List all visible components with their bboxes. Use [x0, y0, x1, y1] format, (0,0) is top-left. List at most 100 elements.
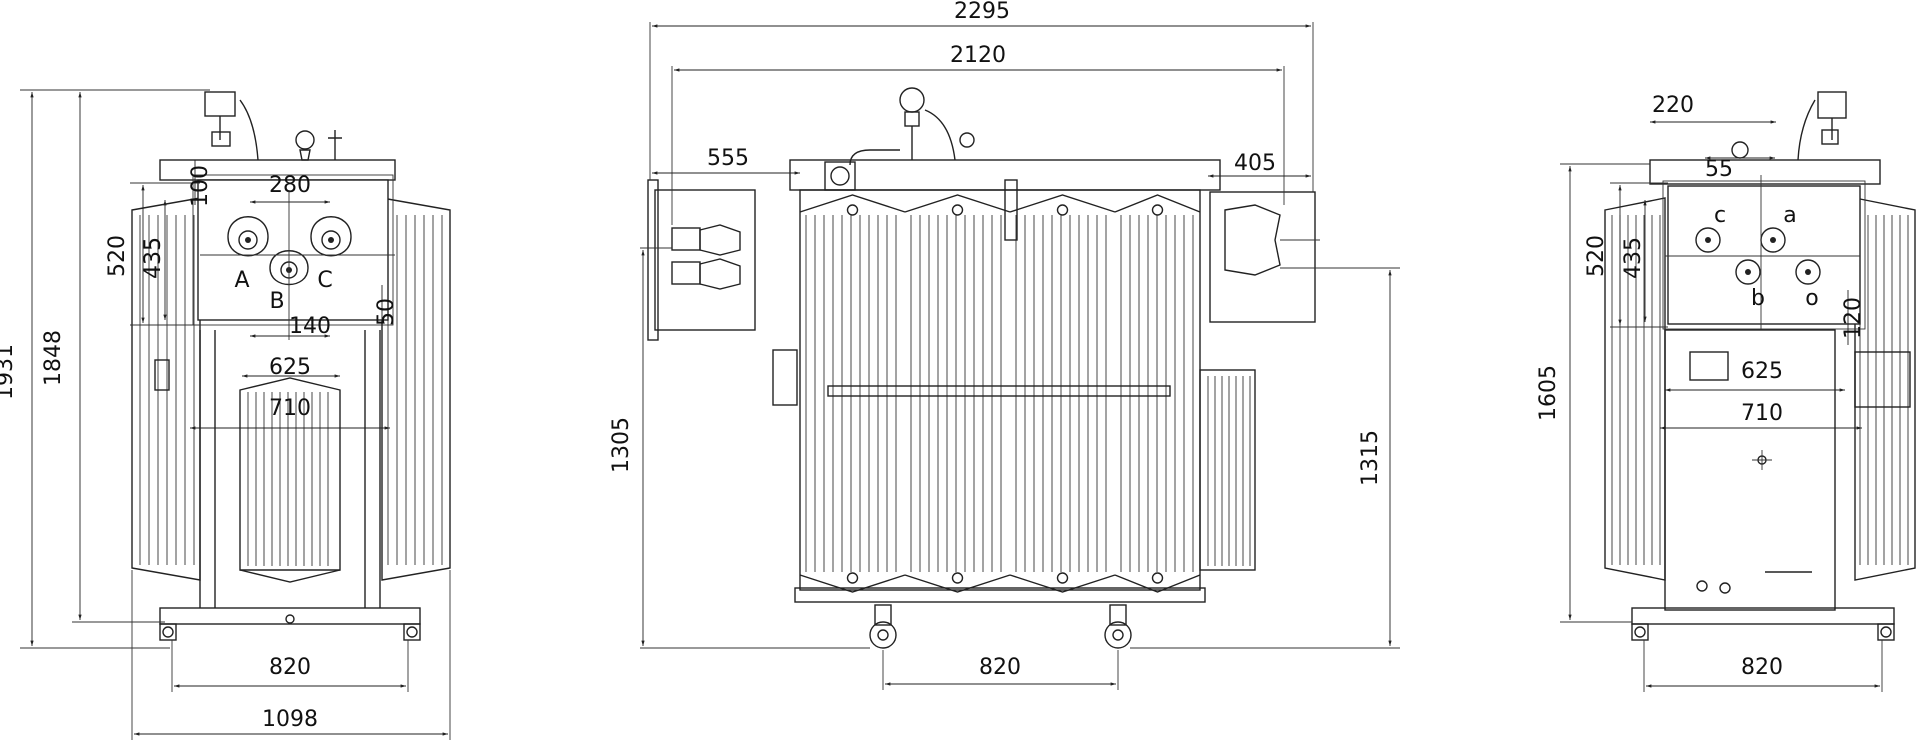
radiator-valve: [1056, 572, 1069, 584]
left-phase-a: A: [234, 268, 249, 293]
left-dim-1848-label: 1848: [41, 330, 66, 386]
left-dim-100: 100: [188, 160, 213, 207]
radiator-footer: [799, 574, 906, 593]
right-dim-710: 710: [1660, 401, 1862, 430]
left-dim-625: 625: [241, 355, 340, 380]
left-dim-710-label: 710: [269, 396, 311, 421]
left-dim-50-label: 50: [374, 298, 399, 326]
right-dim-55-label: 55: [1705, 157, 1733, 182]
left-center-radiator: [239, 377, 341, 583]
left-base: [159, 607, 421, 625]
left-dim-1098-label: 1098: [262, 707, 318, 732]
left-frame: [154, 330, 381, 608]
center-dim-405-label: 405: [1234, 151, 1276, 176]
right-frame: [1664, 329, 1911, 611]
radiator-valve: [846, 572, 859, 584]
center-dim-2295-label: 2295: [954, 0, 1010, 24]
left-dim-520: 520: [105, 182, 200, 326]
center-radiators: [799, 194, 1201, 593]
center-base: [794, 587, 1206, 603]
right-dim-220: 220: [1650, 93, 1776, 124]
center-view: 2295 2120 555 405 1305 1315: [609, 0, 1400, 690]
right-dim-120: 120: [1841, 290, 1866, 345]
left-dim-710: 710: [189, 396, 390, 430]
center-dim-820: 820: [882, 650, 1119, 690]
right-dim-520: 520: [1584, 182, 1668, 328]
left-dim-1098: 1098: [131, 570, 451, 740]
radiator-valve: [1151, 204, 1164, 216]
left-dim-520-label: 520: [105, 235, 130, 277]
left-dim-100-label: 100: [188, 165, 213, 207]
radiator-valve: [1056, 204, 1069, 216]
right-dim-220-label: 220: [1652, 93, 1694, 118]
right-bushings: [1665, 175, 1860, 330]
right-top-equipment: [1731, 91, 1847, 161]
right-dim-1605-label: 1605: [1536, 365, 1561, 421]
center-dim-1305: 1305: [609, 247, 870, 649]
center-dim-555: 555: [652, 146, 800, 175]
left-dim-1931: 1931: [0, 89, 210, 649]
radiator-valve: [1151, 572, 1164, 584]
right-wheels: [1631, 623, 1895, 641]
center-dim-1315: 1315: [1130, 267, 1400, 649]
left-wheels: [159, 614, 421, 641]
right-phase-o: o: [1805, 286, 1818, 311]
left-dim-820: 820: [171, 640, 409, 692]
center-wheels: [869, 604, 1132, 649]
left-dim-435: 435: [141, 199, 167, 320]
right-phase-b: b: [1751, 286, 1765, 311]
radiator-header: [1009, 194, 1116, 213]
right-dim-520-label: 520: [1584, 235, 1609, 277]
left-dim-280-label: 280: [269, 173, 311, 198]
left-dim-1848: 1848: [41, 92, 165, 623]
left-dim-280: 280: [200, 173, 395, 340]
center-dim-1315-label: 1315: [1358, 430, 1383, 486]
center-top-equipment: [824, 87, 1018, 241]
right-phase-c: c: [1714, 203, 1726, 228]
right-dim-435-label: 435: [1621, 237, 1646, 279]
radiator-footer: [904, 574, 1011, 593]
center-dim-2295: 2295: [649, 0, 1314, 192]
right-dim-120-label: 120: [1841, 297, 1866, 339]
right-dim-820: 820: [1643, 640, 1883, 692]
right-view: c a b o: [1536, 91, 1916, 692]
left-dim-625-label: 625: [269, 355, 311, 380]
left-view: 1931 1848 520 435 100 280 A: [0, 89, 451, 740]
center-side-radiator: [1199, 369, 1256, 571]
right-tank-cover: [1649, 159, 1881, 185]
center-brace: [827, 385, 1171, 397]
center-control-box: [772, 349, 798, 406]
right-dim-625: 625: [1665, 359, 1845, 392]
center-dim-2120-label: 2120: [950, 43, 1006, 68]
left-dim-140-label: 140: [289, 314, 331, 339]
left-phase-c: C: [317, 268, 332, 293]
radiator-header: [1114, 194, 1201, 213]
left-dim-820-label: 820: [269, 655, 311, 680]
right-dim-625-label: 625: [1741, 359, 1783, 384]
radiator-valve: [951, 572, 964, 584]
center-dim-555-label: 555: [707, 146, 749, 171]
right-dim-435: 435: [1621, 199, 1647, 322]
right-phase-labels: c a b o: [1714, 203, 1819, 311]
left-dim-140: 140: [249, 314, 331, 339]
left-bushing-a: [227, 216, 269, 257]
center-dim-820-label: 820: [979, 655, 1021, 680]
center-left-cable-box: [647, 179, 756, 341]
right-base: [1631, 607, 1895, 625]
left-dim-1931-label: 1931: [0, 344, 18, 400]
left-dim-435-label: 435: [141, 237, 166, 279]
center-dim-2120: 2120: [671, 43, 1285, 225]
radiator-header: [799, 194, 906, 213]
left-bushing-panel: [197, 179, 389, 321]
right-phase-a: a: [1783, 203, 1796, 228]
left-phase-labels: A B C: [234, 268, 332, 314]
left-dim-50: 50: [374, 285, 399, 340]
right-dim-820-label: 820: [1741, 655, 1783, 680]
center-right-cable-box: [1209, 191, 1320, 323]
right-dim-710-label: 710: [1741, 401, 1783, 426]
radiator-valve: [951, 204, 964, 216]
left-phase-b: B: [269, 289, 284, 314]
radiator-footer: [1114, 574, 1201, 593]
left-bushing-c: [310, 216, 352, 257]
